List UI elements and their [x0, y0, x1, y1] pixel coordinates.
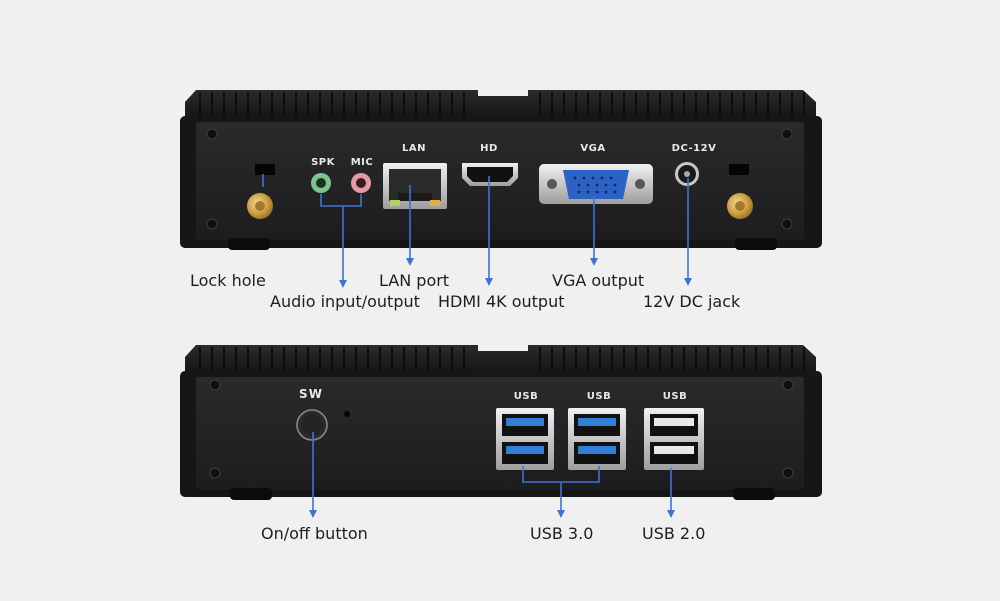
dc-label: DC-12V — [672, 143, 717, 154]
rubber-foot — [733, 488, 775, 500]
power-button[interactable] — [296, 409, 328, 441]
sw-label: SW — [299, 387, 323, 401]
callout-audio: Audio input/output — [270, 292, 420, 311]
bottom-pointer-lines — [309, 432, 675, 518]
mic-jack-icon — [351, 173, 371, 193]
callout-lock-hole: Lock hole — [190, 271, 266, 290]
callout-power: On/off button — [261, 524, 368, 543]
usb-label-3: USB — [663, 391, 687, 402]
vga-label: VGA — [580, 143, 605, 154]
mic-label: MIC — [351, 157, 374, 168]
hdmi-port-icon — [462, 163, 518, 186]
spk-label: SPK — [311, 157, 336, 168]
callout-usb3: USB 3.0 — [530, 524, 594, 543]
antenna-connector-icon — [727, 193, 753, 219]
screw-icons — [209, 379, 794, 479]
screw-icons — [206, 128, 793, 230]
lock-hole-slot — [255, 164, 275, 175]
callout-hdmi: HDMI 4K output — [438, 292, 565, 311]
rubber-foot — [228, 238, 270, 250]
vga-port-icon — [539, 164, 653, 204]
speaker-jack-icon — [311, 173, 331, 193]
callout-vga-output: VGA output — [552, 271, 645, 290]
top-pointer-lines — [262, 174, 692, 288]
ethernet-port-icon — [383, 163, 447, 209]
top-device: SPK MIC LAN HD VGA — [180, 90, 822, 288]
right-slot — [729, 164, 749, 175]
lan-label: LAN — [402, 143, 426, 154]
usb3-port-icon — [568, 408, 626, 470]
rubber-foot — [230, 488, 272, 500]
callout-usb2: USB 2.0 — [642, 524, 706, 543]
led-indicator — [344, 411, 350, 417]
usb-label-1: USB — [514, 391, 538, 402]
antenna-connector-icon — [247, 193, 273, 219]
bottom-device: SW USB USB USB — [180, 345, 822, 518]
callout-lan-port: LAN port — [379, 271, 450, 290]
dc-jack-icon — [675, 162, 699, 186]
hd-label: HD — [480, 143, 498, 154]
callout-dc-jack: 12V DC jack — [643, 292, 741, 311]
usb3-port-icon — [496, 408, 554, 470]
usb-label-2: USB — [587, 391, 611, 402]
rubber-foot — [735, 238, 777, 250]
usb2-port-icon — [644, 408, 704, 470]
